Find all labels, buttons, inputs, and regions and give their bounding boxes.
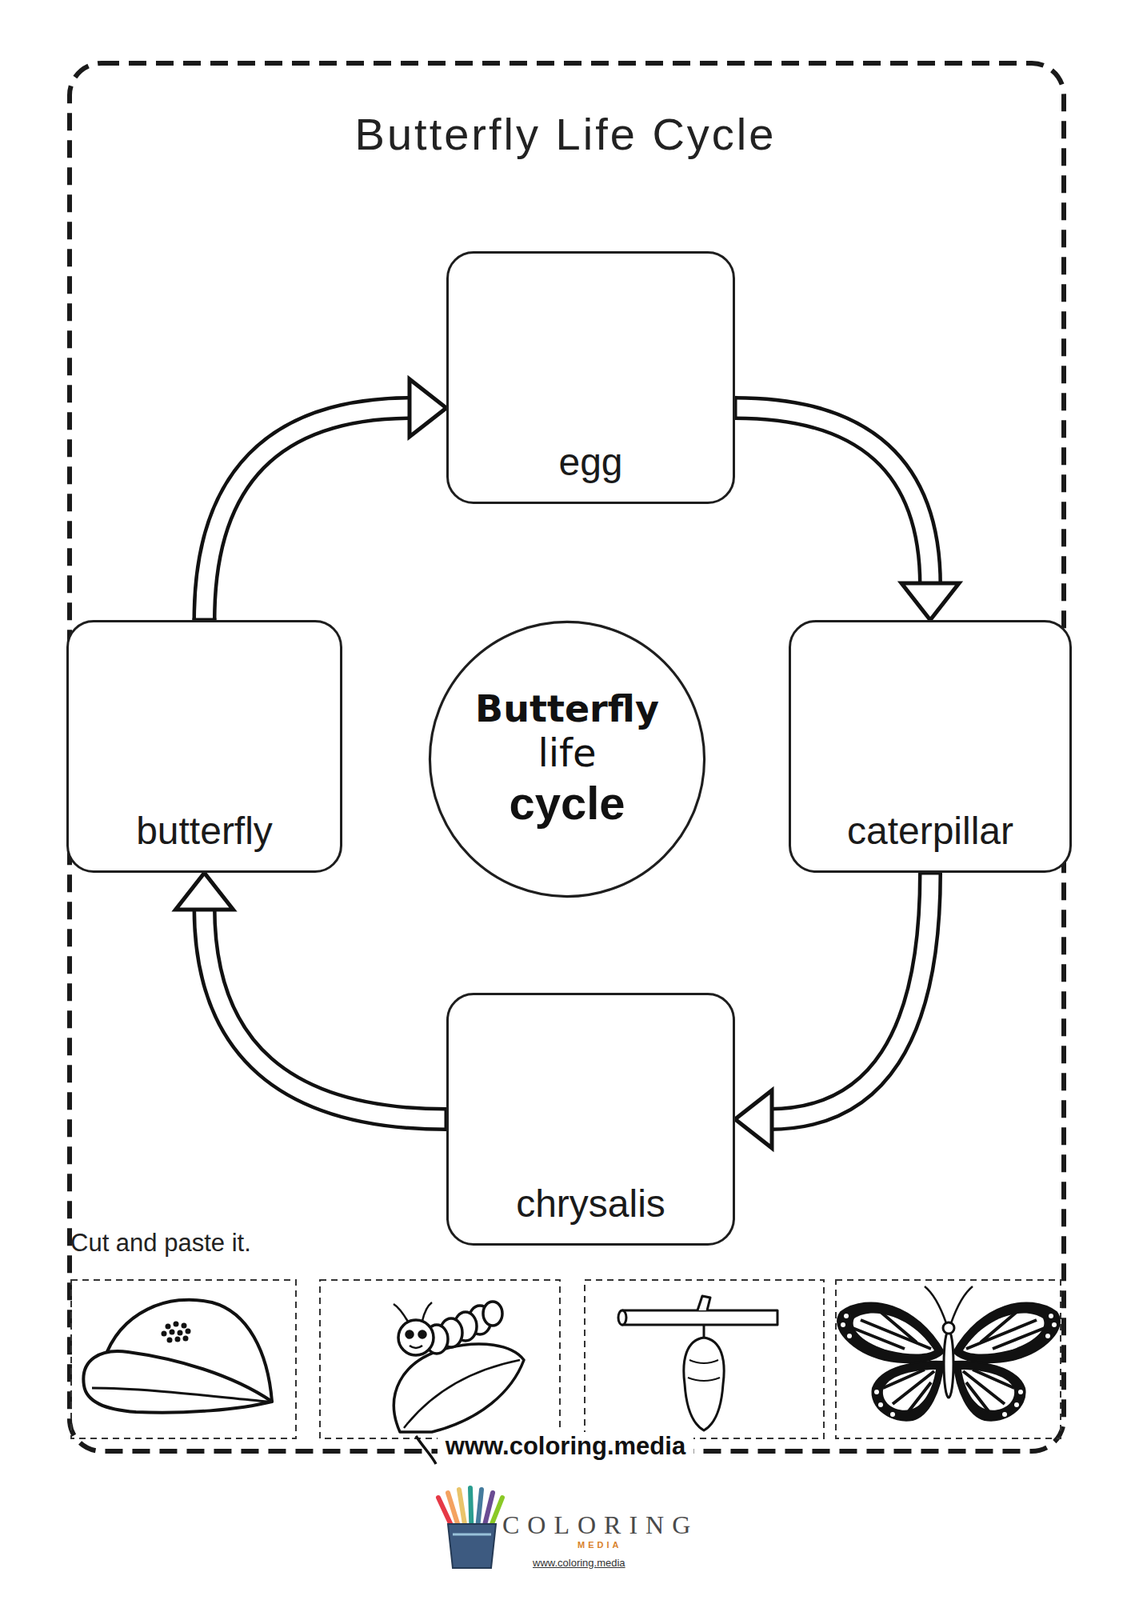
circle-text: Butterfly: [475, 687, 660, 731]
arrow-head: [175, 872, 234, 910]
stage-box: egg: [446, 251, 736, 504]
cut-strip: [71, 1279, 1061, 1439]
arrow-shaft-outline: [204, 907, 448, 1120]
arrow-shaft-outline: [769, 872, 931, 1120]
circle-text: cycle: [508, 776, 625, 831]
cycle-arrow: [735, 872, 943, 1148]
logo-url: www.coloring.media: [532, 1556, 626, 1569]
arrow-shaft-outline: [204, 407, 413, 620]
stage-label: butterfly: [135, 810, 273, 853]
site-url: www.coloring.media: [437, 1431, 694, 1460]
logo-pencil-cup: [438, 1487, 503, 1568]
instruction-text: Cut and paste it.: [70, 1228, 252, 1258]
arrow-shaft-outline: [735, 407, 931, 586]
stage-label: chrysalis: [515, 1182, 666, 1226]
butterfly-figure: [837, 1286, 1060, 1421]
logo-wordmark: COLORING: [502, 1510, 699, 1540]
stage-label: caterpillar: [847, 810, 1014, 853]
center-circle: Butterflylifecycle: [427, 619, 707, 899]
arrow-head: [901, 583, 960, 620]
circle-text: life: [537, 730, 596, 777]
arrow-shaft-fill: [769, 872, 931, 1120]
cycle-arrow: [735, 395, 960, 620]
arrow-head: [735, 1090, 772, 1148]
logo-subtitle: MEDIA: [577, 1539, 622, 1550]
stage-box: chrysalis: [446, 992, 736, 1246]
arrow-head: [409, 379, 447, 437]
stage-box: caterpillar: [788, 619, 1072, 873]
arrow-shaft-fill: [735, 407, 931, 586]
cycle-arrow: [192, 379, 448, 620]
chrysalis-on-stick: [618, 1295, 778, 1431]
stage-label: egg: [558, 441, 623, 484]
page-title: Butterfly Life Cycle: [0, 107, 1131, 160]
stage-box: butterfly: [66, 619, 343, 873]
site-url-row: www.coloring.media: [0, 1431, 1131, 1461]
arrow-shaft-fill: [204, 907, 448, 1120]
arrow-shaft-fill: [204, 407, 413, 620]
leaf-with-eggs: [83, 1299, 272, 1413]
cycle-arrow: [175, 872, 448, 1131]
